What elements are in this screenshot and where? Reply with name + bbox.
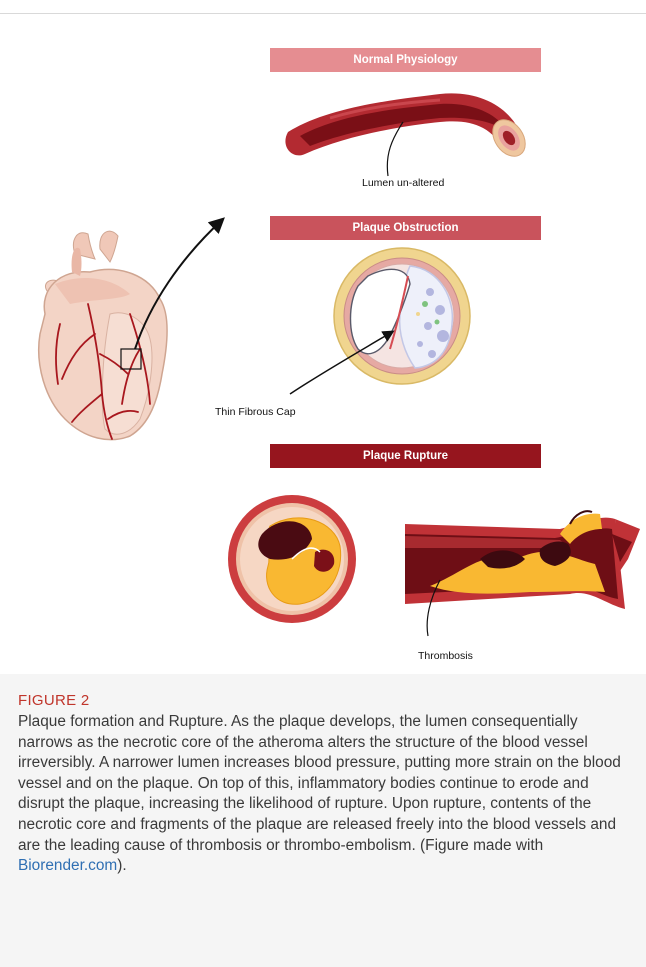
label-thrombosis: Thrombosis (418, 650, 473, 662)
banner-plaque-rupture: Plaque Rupture (270, 444, 541, 468)
caption-tail: ). (117, 857, 126, 874)
biorender-link[interactable]: Biorender.com (18, 857, 117, 874)
rupture-cross-section (228, 495, 356, 623)
label-lumen: Lumen un-altered (362, 177, 444, 189)
figure-number: FIGURE 2 (18, 692, 630, 709)
figure-illustration: Normal Physiology Plaque Obstruction Pla… (0, 14, 646, 674)
figure-svg (0, 14, 646, 674)
banner-plaque-obstruction: Plaque Obstruction (270, 216, 541, 240)
caption-text: Plaque formation and Rupture. As the pla… (18, 712, 630, 877)
lumen-pointer (387, 122, 403, 176)
heart-illustration (39, 231, 167, 439)
label-fibrous-cap: Thin Fibrous Cap (215, 406, 296, 418)
caption-body: Plaque formation and Rupture. As the pla… (18, 713, 621, 854)
figure-caption: FIGURE 2 Plaque formation and Rupture. A… (18, 692, 630, 877)
obstruction-cross-section (334, 248, 470, 384)
banner-normal-physiology: Normal Physiology (270, 48, 541, 72)
rupture-vessel (405, 511, 640, 609)
normal-vessel (285, 93, 532, 162)
